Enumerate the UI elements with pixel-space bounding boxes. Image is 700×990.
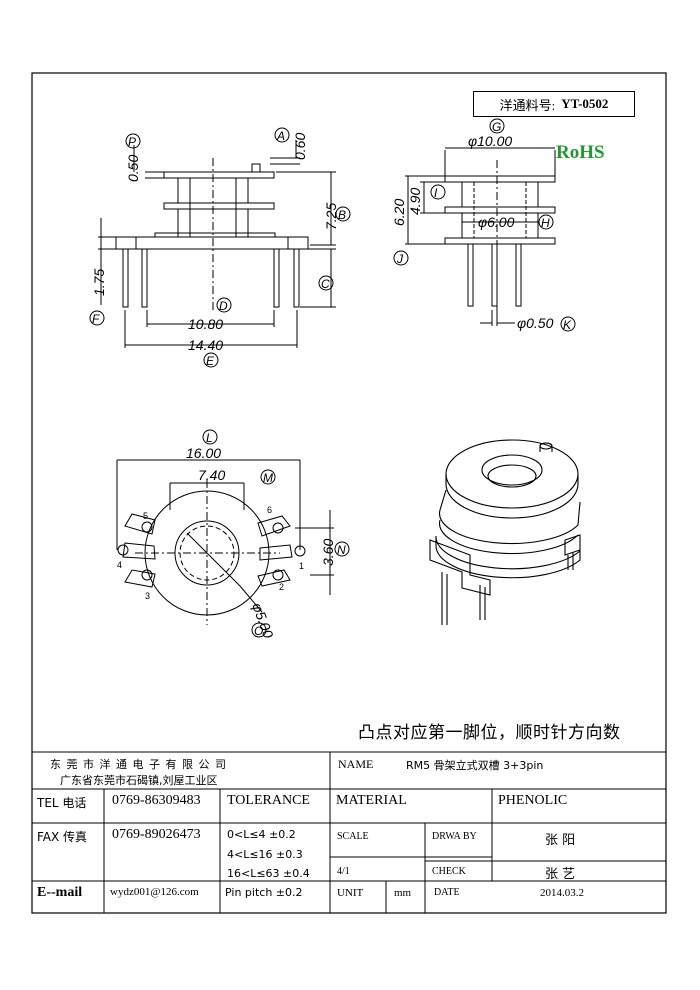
title-block-grid [31, 751, 667, 914]
label-N: N [337, 543, 346, 557]
dim-p-value: 0.50 [125, 155, 141, 182]
fax-label: FAX 传真 [37, 830, 88, 844]
pin-label-5: 5 [143, 511, 148, 521]
dim-n-value: 3.60 [320, 539, 336, 566]
part-number-label: 洋通料号: [499, 97, 556, 113]
label-I: I [434, 186, 438, 200]
company-name: 东 莞 市 洋 通 电 子 有 限 公 司 [50, 758, 227, 771]
pin-pitch-tolerance: Pin pitch ±0.2 [225, 886, 303, 899]
rohs-mark: RoHS [556, 142, 605, 163]
dim-m-value: 7.40 [198, 467, 225, 483]
part-number-value: YT-0502 [561, 96, 609, 111]
check-value: 张 艺 [545, 867, 576, 882]
check-label: CHECK [432, 866, 466, 877]
date-label: DATE [434, 887, 460, 898]
dim-i-value: 4.90 [407, 188, 423, 215]
tolerance-row-3: 16<L≤63 ±0.4 [227, 867, 310, 880]
label-O: O [254, 624, 263, 638]
pin-label-2: 2 [279, 582, 284, 592]
dim-l-value: 16.00 [186, 445, 221, 461]
tel-label: TEL 电话 [37, 796, 87, 810]
company-address: 广东省东莞市石碣镇,刘屋工业区 [60, 774, 218, 787]
label-K: K [563, 318, 572, 332]
label-D: D [219, 299, 228, 313]
bottom-view-labels: L 16.00 7.40 M 3.60 N φ5.00 O 1 2 3 4 5 … [117, 429, 350, 640]
bottom-view [116, 459, 334, 625]
label-A: A [276, 129, 285, 143]
pin-orientation-note: 凸点对应第一脚位，顺时针方向数 [358, 723, 621, 743]
dim-j-value: 6.20 [391, 199, 407, 226]
dim-f-value: 1.75 [91, 269, 107, 296]
date-value: 2014.03.2 [540, 887, 584, 899]
dim-e-value: 14.40 [188, 337, 223, 353]
pin-label-6: 6 [267, 505, 272, 515]
tel-value: 0769-86309483 [112, 793, 201, 808]
label-L: L [206, 431, 213, 445]
drawn-by-value: 张 阳 [545, 833, 576, 848]
name-label: NAME [338, 757, 374, 771]
drawn-by-label: DRWA BY [432, 831, 477, 842]
label-C: C [321, 277, 330, 291]
dim-b-value: 7.25 [323, 203, 339, 230]
dim-g-value: φ10.00 [468, 133, 512, 149]
side-view [405, 147, 556, 326]
dim-a-value: 0.60 [292, 133, 308, 160]
email-label: E--mail [37, 885, 83, 900]
dim-d-value: 10.80 [188, 316, 223, 332]
pin-label-3: 3 [145, 591, 150, 601]
label-E: E [206, 354, 215, 368]
label-B: B [338, 208, 346, 222]
label-J: J [396, 252, 404, 266]
isometric-view [429, 439, 581, 625]
tolerance-row-2: 4<L≤16 ±0.3 [227, 848, 303, 861]
unit-value: mm [394, 887, 412, 899]
tolerance-row-1: 0<L≤4 ±0.2 [227, 828, 296, 841]
label-P: P [128, 135, 136, 149]
tolerance-label: TOLERANCE [227, 793, 310, 808]
pin-label-4: 4 [117, 560, 122, 570]
material-label: MATERIAL [336, 793, 407, 808]
dim-h-value: φ6.00 [478, 214, 515, 230]
email-value: wydz001@126.com [110, 886, 199, 898]
side-view-labels: G φ10.00 6.20 4.90 I J φ6.00 H φ0.50 K [391, 118, 576, 332]
label-G: G [492, 120, 501, 134]
dim-k-value: φ0.50 [517, 315, 554, 331]
pin-label-1: 1 [299, 561, 304, 571]
label-F: F [92, 312, 100, 326]
scale-label: SCALE [337, 831, 369, 842]
front-view-labels: P 0.50 A 0.60 7.25 B C 1.75 F D 10.80 14… [89, 127, 351, 368]
material-value: PHENOLIC [498, 793, 568, 808]
fax-value: 0769-89026473 [112, 827, 201, 842]
label-M: M [263, 471, 273, 485]
name-value: RM5 骨架立式双槽 3+3pin [406, 759, 544, 772]
label-H: H [541, 216, 550, 230]
unit-label: UNIT [337, 887, 364, 899]
part-number-box: 洋通料号: YT-0502 [473, 91, 635, 117]
scale-value: 4/1 [337, 866, 350, 877]
